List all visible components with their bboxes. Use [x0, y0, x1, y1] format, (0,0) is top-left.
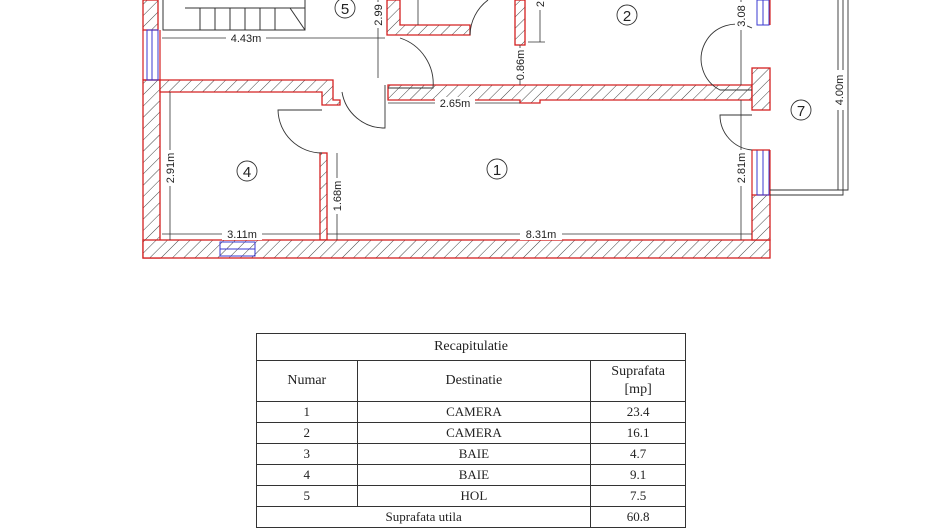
room-label-2: 2 — [623, 8, 631, 25]
cell-numar: 3 — [256, 443, 358, 465]
floor-plan: 4.43m 2.99 2 0.86m 3.08 2.65m 2.91m 1.68… — [142, 0, 849, 259]
room-label-7: 7 — [797, 103, 805, 120]
windows — [146, 0, 770, 257]
cell-suprafata: 9.1 — [590, 464, 686, 486]
dim-3-08: 3.08 — [736, 5, 748, 26]
dim-2-65: 2.65m — [440, 98, 471, 110]
total-value: 60.8 — [590, 506, 686, 528]
dim-4-43: 4.43m — [231, 33, 262, 45]
dim-2: 2 — [535, 1, 547, 7]
dim-2-99: 2.99 — [373, 4, 385, 25]
room-label-1: 1 — [493, 162, 501, 179]
total-label: Suprafata utila — [255, 506, 592, 528]
header-unit: [mp] — [624, 382, 652, 397]
cell-numar: 1 — [256, 401, 358, 423]
dim-2-91: 2.91m — [165, 153, 177, 184]
cell-suprafata: 7.5 — [590, 485, 686, 507]
cell-numar: 4 — [256, 464, 358, 486]
room-label-5: 5 — [341, 1, 349, 18]
header-suprafata-label: Suprafata — [611, 364, 665, 379]
cell-destinatie: BAIE — [356, 443, 592, 465]
dim-4-00: 4.00m — [834, 75, 846, 106]
cell-destinatie: BAIE — [356, 464, 592, 486]
cell-destinatie: CAMERA — [356, 401, 592, 423]
walls-outline — [142, 0, 771, 195]
cell-destinatie: CAMERA — [356, 422, 592, 444]
cell-suprafata: 4.7 — [590, 443, 686, 465]
table-title: Recapitulatie — [256, 333, 686, 361]
header-suprafata: Suprafata [mp] — [590, 360, 686, 402]
header-destinatie: Destinatie — [356, 360, 592, 402]
dim-0-86: 0.86m — [515, 50, 527, 81]
dim-3-11: 3.11m — [227, 229, 257, 241]
header-numar: Numar — [256, 360, 358, 402]
dim-2-81: 2.81m — [736, 153, 748, 184]
room-labels — [236, 0, 812, 182]
cell-numar: 5 — [256, 485, 358, 507]
summary-table: Recapitulatie Numar Destinatie Suprafata… — [255, 333, 686, 528]
cell-suprafata: 23.4 — [590, 401, 686, 423]
cell-destinatie: HOL — [356, 485, 592, 507]
room-label-4: 4 — [243, 164, 251, 181]
dim-1-68: 1.68m — [332, 181, 344, 212]
dimension-labels: 4.43m 2.99 2 0.86m 3.08 2.65m 2.91m 1.68… — [164, 0, 846, 241]
dim-8-31: 8.31m — [526, 229, 557, 241]
cell-suprafata: 16.1 — [590, 422, 686, 444]
cell-numar: 2 — [256, 422, 358, 444]
stairs — [162, 0, 306, 31]
